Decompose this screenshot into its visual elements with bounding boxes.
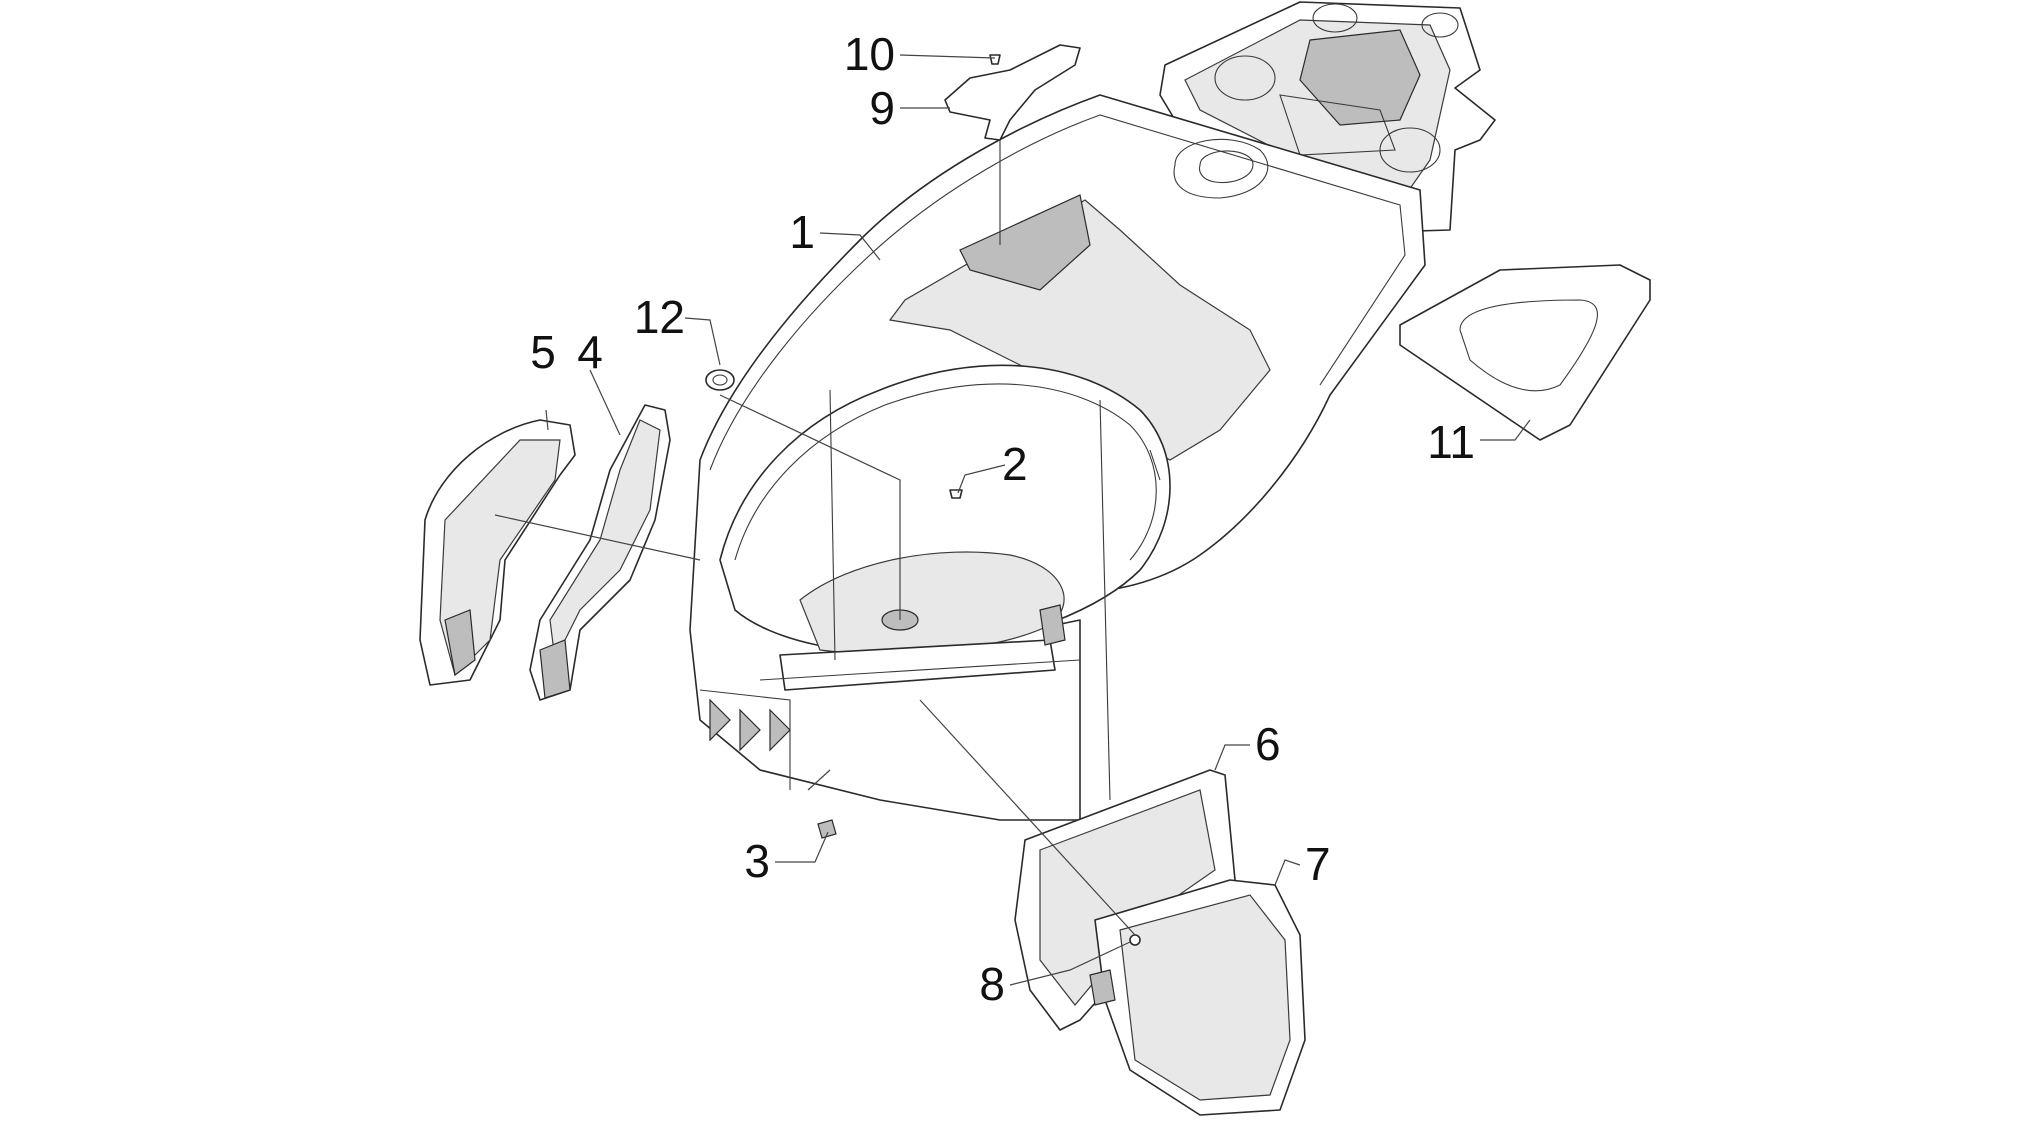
glove-box-door-7 — [1089, 879, 1306, 1116]
helmet-compartment — [689, 94, 1426, 821]
grommet-12 — [705, 369, 735, 391]
callout-1: 1 — [789, 206, 815, 258]
callout-4: 4 — [577, 326, 603, 378]
clip-3 — [817, 819, 837, 839]
rear-carrier — [1159, 1, 1496, 233]
callout-10: 10 — [844, 28, 895, 80]
side-panel-4 — [529, 404, 671, 701]
screw-10 — [989, 54, 1001, 65]
callout-11: 11 — [1427, 416, 1475, 468]
callout-12: 12 — [634, 291, 685, 343]
screw-2 — [949, 489, 963, 499]
callout-7: 7 — [1305, 838, 1331, 890]
screw-8 — [1129, 934, 1141, 946]
leader-lines — [494, 54, 1531, 986]
callout-5: 5 — [530, 326, 556, 378]
mat-11 — [1399, 264, 1651, 441]
callout-6: 6 — [1255, 718, 1281, 770]
callout-2: 2 — [1002, 438, 1028, 490]
callout-9: 9 — [869, 82, 895, 134]
callout-8: 8 — [979, 958, 1005, 1010]
cover-9 — [944, 44, 1081, 141]
callout-3: 3 — [744, 835, 770, 887]
side-panel-5 — [419, 419, 576, 686]
callout-labels: 1 2 3 4 5 6 7 8 9 10 11 12 — [530, 28, 1475, 1010]
